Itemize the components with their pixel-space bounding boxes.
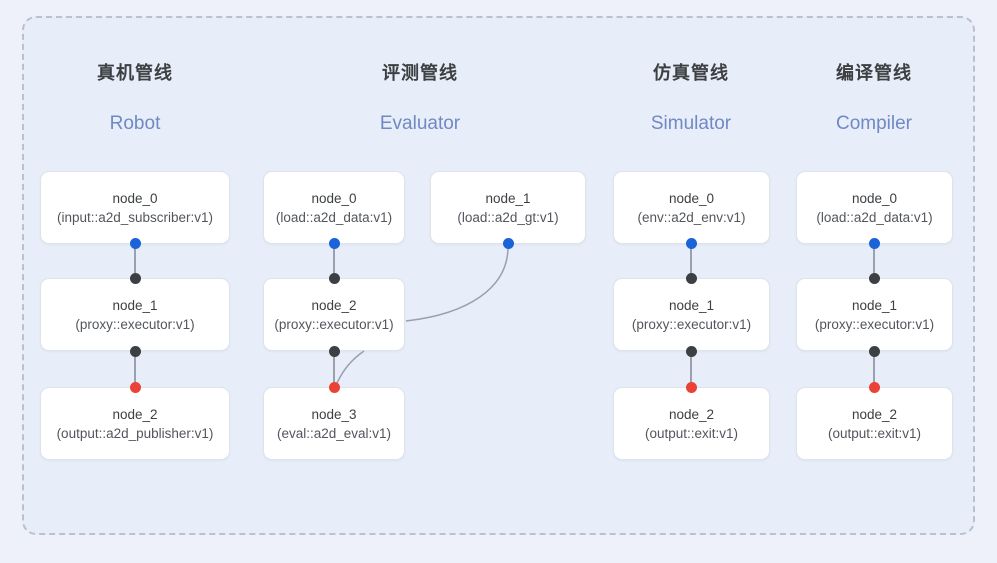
node-box[interactable]: node_0 (input::a2d_subscriber:v1) [40, 171, 230, 244]
node-name: node_2 [311, 297, 357, 313]
connector-line [690, 351, 692, 387]
node-type: (load::a2d_data:v1) [275, 209, 393, 225]
node-type: (proxy::executor:v1) [814, 316, 935, 332]
node-input-port-dot[interactable] [868, 272, 880, 284]
node-name: node_0 [112, 190, 158, 206]
node-box[interactable]: node_1 (load::a2d_gt:v1) [430, 171, 586, 244]
node-output-port-dot[interactable] [328, 345, 340, 357]
node-type: (env::a2d_env:v1) [637, 209, 746, 225]
node-type: (output::exit:v1) [827, 425, 922, 441]
node-output-port-dot[interactable] [328, 238, 340, 249]
connector-line [134, 241, 136, 278]
node-box[interactable]: node_2 (output::exit:v1) [613, 387, 770, 460]
node-type: (output::exit:v1) [644, 425, 739, 441]
node-output-port-dot[interactable] [502, 238, 514, 249]
column-header-zh: 仿真管线 [653, 63, 729, 83]
node-type: (proxy::executor:v1) [274, 316, 394, 332]
node-input-port-dot[interactable] [129, 381, 141, 393]
column-header-evaluator: 评测管线 Evaluator [320, 62, 520, 136]
connector-line [333, 241, 335, 278]
node-output-port-dot[interactable] [129, 345, 141, 357]
node-name: node_2 [851, 406, 898, 422]
node-name: node_0 [851, 190, 898, 206]
node-input-port-dot[interactable] [328, 272, 340, 284]
node-name: node_1 [851, 297, 898, 313]
node-output-port-dot[interactable] [868, 238, 880, 249]
column-header-robot: 真机管线 Robot [35, 62, 235, 136]
node-type: (eval::a2d_eval:v1) [276, 425, 392, 441]
node-input-port-dot[interactable] [328, 381, 340, 393]
column-header-en: Simulator [650, 113, 732, 134]
node-type: (proxy::executor:v1) [631, 316, 752, 332]
node-type: (proxy::executor:v1) [75, 316, 195, 332]
connector-line [873, 351, 875, 387]
connector-line [873, 241, 875, 278]
node-input-port-dot[interactable] [685, 272, 697, 284]
node-box[interactable]: node_1 (proxy::executor:v1) [796, 278, 953, 351]
column-header-en: Compiler [835, 113, 913, 134]
node-name: node_3 [311, 406, 357, 422]
connector-line [134, 351, 136, 387]
node-box[interactable]: node_1 (proxy::executor:v1) [613, 278, 770, 351]
node-type: (input::a2d_subscriber:v1) [56, 209, 214, 225]
connector-line [333, 351, 335, 387]
node-output-port-dot[interactable] [868, 345, 880, 357]
node-name: node_0 [311, 190, 357, 206]
column-header-en: Robot [109, 113, 161, 134]
node-input-port-dot[interactable] [129, 272, 141, 284]
node-box[interactable]: node_2 (output::a2d_publisher:v1) [40, 387, 230, 460]
node-box[interactable]: node_2 (output::exit:v1) [796, 387, 953, 460]
column-header-zh: 评测管线 [382, 63, 458, 83]
column-header-en: Evaluator [379, 113, 461, 134]
column-header-compiler: 编译管线 Compiler [774, 62, 974, 136]
node-name: node_2 [668, 406, 715, 422]
node-type: (load::a2d_gt:v1) [457, 209, 559, 225]
node-box[interactable]: node_1 (proxy::executor:v1) [40, 278, 230, 351]
node-box[interactable]: node_2 (proxy::executor:v1) [263, 278, 405, 351]
node-input-port-dot[interactable] [685, 381, 697, 393]
node-type: (output::a2d_publisher:v1) [56, 425, 214, 441]
node-name: node_0 [668, 190, 715, 206]
node-name: node_1 [485, 190, 531, 206]
node-name: node_2 [112, 406, 158, 422]
connector-line [690, 241, 692, 278]
node-output-port-dot[interactable] [685, 238, 697, 249]
node-box[interactable]: node_3 (eval::a2d_eval:v1) [263, 387, 405, 460]
node-box[interactable]: node_0 (load::a2d_data:v1) [796, 171, 953, 244]
node-input-port-dot[interactable] [868, 381, 880, 393]
node-name: node_1 [112, 297, 158, 313]
column-header-simulator: 仿真管线 Simulator [591, 62, 791, 136]
node-box[interactable]: node_0 (load::a2d_data:v1) [263, 171, 405, 244]
node-box[interactable]: node_0 (env::a2d_env:v1) [613, 171, 770, 244]
node-name: node_1 [668, 297, 715, 313]
node-type: (load::a2d_data:v1) [816, 209, 933, 225]
node-output-port-dot[interactable] [685, 345, 697, 357]
column-header-zh: 编译管线 [836, 63, 912, 83]
column-header-zh: 真机管线 [97, 63, 173, 83]
node-output-port-dot[interactable] [129, 238, 141, 249]
